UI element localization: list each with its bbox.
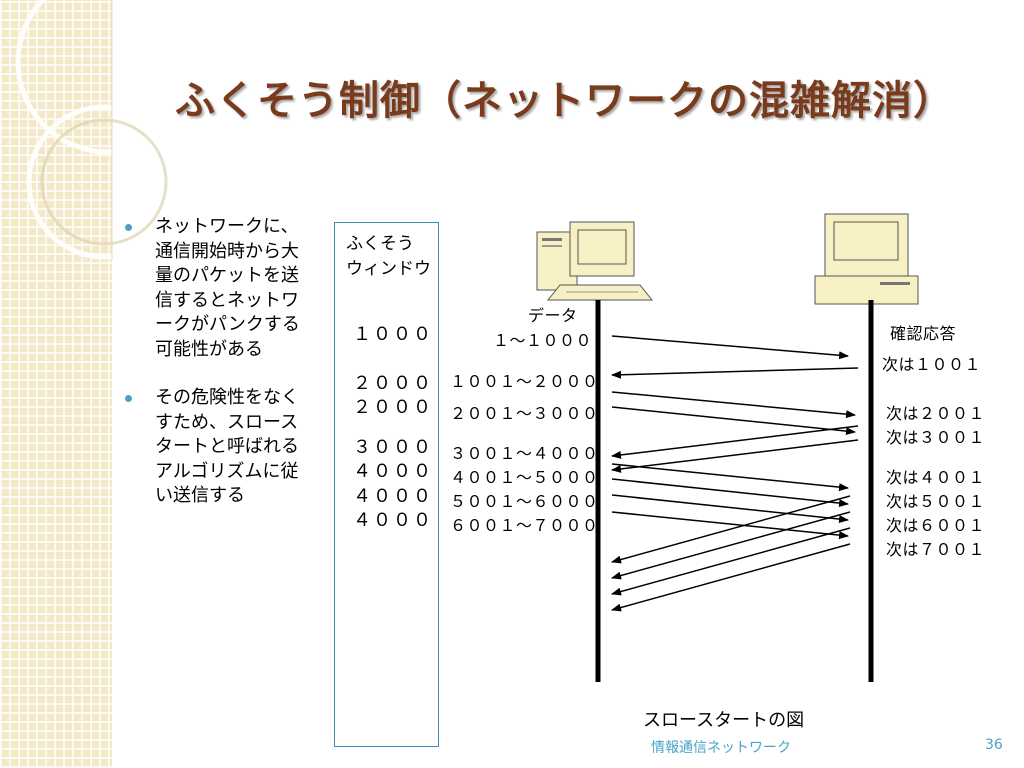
- ack-label: 次は６００１: [886, 516, 986, 535]
- bullet-item: その危険性をなくすため、スロースタートと呼ばれるアルゴリズムに従い送信する: [125, 386, 305, 509]
- bullet-list: ネットワークに、通信開始時から大量のパケットを送信するとネットワークがパンクする…: [125, 215, 305, 533]
- decorative-rings: [15, 0, 180, 260]
- data-arrow: [611, 335, 849, 360]
- bullet-dot-icon: [125, 395, 132, 402]
- bullet-text: ネットワークに、通信開始時から大量のパケットを送信するとネットワークがパンクする…: [155, 216, 300, 360]
- ack-arrow: [611, 543, 851, 612]
- slide-title: ふくそう制御（ネットワークの混雑解消）: [175, 78, 954, 124]
- slide-footer: 情報通信ネットワーク: [651, 740, 791, 756]
- window-value: ２０００: [353, 373, 433, 394]
- window-value: ３０００: [353, 437, 433, 458]
- bullet-dot-icon: [125, 224, 132, 231]
- ack-label: 次は２００１: [886, 404, 986, 423]
- window-label-line: ウィンドウ: [346, 259, 431, 279]
- data-arrow: [611, 494, 849, 524]
- ack-label: 次は３００１: [886, 428, 986, 447]
- congestion-window-box: [334, 222, 439, 747]
- window-label-line: ふくそう: [346, 234, 414, 254]
- data-range-label: ２００１～３０００: [450, 404, 599, 423]
- data-arrow: [611, 478, 849, 508]
- window-value: ４０００: [353, 486, 433, 507]
- ack-arrow: [611, 527, 851, 596]
- data-range-label: ３００１～４０００: [450, 444, 599, 463]
- window-value: １０００: [353, 324, 433, 345]
- receiver-computer-icon: [814, 213, 919, 305]
- data-range-label: ４００１～５０００: [450, 468, 599, 487]
- ack-label: 次は７００１: [886, 540, 986, 559]
- congestion-window-label: ふくそう ウィンドウ: [346, 232, 431, 282]
- window-value: ４０００: [353, 461, 433, 482]
- ack-arrow: [611, 495, 851, 564]
- ack-arrow: [611, 425, 859, 459]
- ack-arrow: [611, 367, 859, 379]
- bullet-item: ネットワークに、通信開始時から大量のパケットを送信するとネットワークがパンクする…: [125, 215, 305, 362]
- data-label: データ: [528, 306, 578, 325]
- ack-label: 次は５００１: [886, 492, 986, 511]
- data-arrow: [611, 406, 856, 436]
- page-number: 36: [985, 737, 1003, 753]
- sender-computer-icon: [536, 221, 654, 301]
- data-range-label: １００１～２０００: [450, 372, 599, 391]
- data-arrow: [611, 511, 849, 540]
- data-range-label: ５００１～６０００: [450, 492, 599, 511]
- ack-label: 次は１００１: [882, 355, 982, 374]
- ack-label: 次は４００１: [886, 468, 986, 487]
- data-arrow: [611, 391, 856, 419]
- window-value: ４０００: [353, 510, 433, 531]
- data-arrow: [611, 463, 849, 492]
- data-range-label: ６００１～７０００: [450, 516, 599, 535]
- ack-heading: 確認応答: [890, 324, 957, 343]
- data-range-label: １～１０００: [493, 331, 593, 350]
- window-value: ２０００: [353, 397, 433, 418]
- diagram-caption: スロースタートの図: [643, 710, 805, 731]
- ack-arrow: [611, 511, 851, 580]
- decorative-side-panel: [0, 0, 112, 768]
- ack-arrow: [611, 439, 859, 473]
- bullet-text: その危険性をなくすため、スロースタートと呼ばれるアルゴリズムに従い送信する: [155, 387, 299, 506]
